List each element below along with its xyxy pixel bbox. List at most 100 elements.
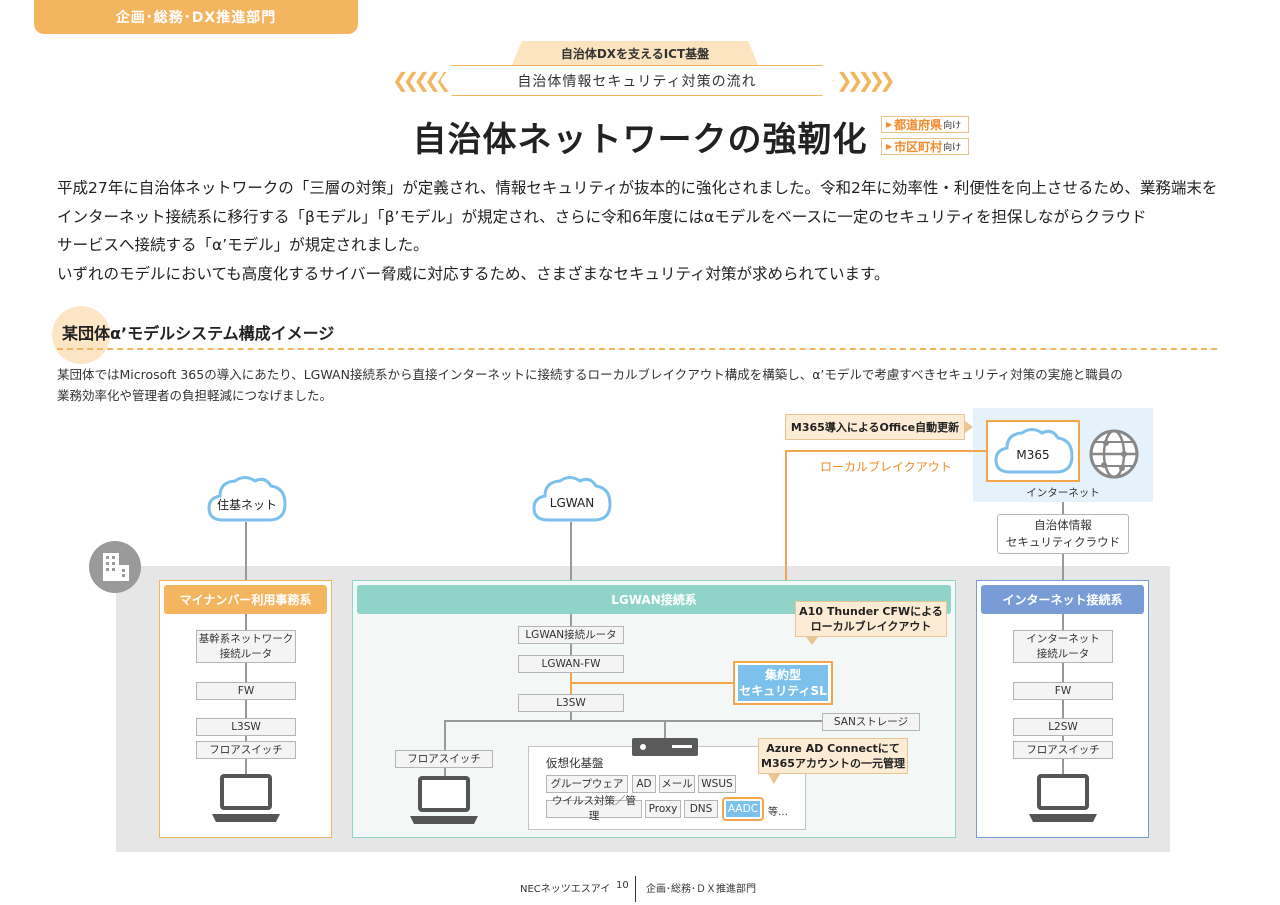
l2sw-box: L2SW <box>1013 718 1113 736</box>
target-suffix: 向け <box>943 143 962 153</box>
virtualization-title: 仮想化基盤 <box>546 756 604 770</box>
target-name: 市区町村 <box>894 140 943 154</box>
target-badge-municipality: ▶ 市区町村向け <box>881 138 969 155</box>
callout-pointer <box>768 774 780 784</box>
breakout-line <box>785 450 987 452</box>
chevron-right-icon: ❯❯❯❯❯ <box>836 68 896 92</box>
cloud-label: LGWAN <box>549 496 595 510</box>
internet-router-box: インターネット接続ルータ <box>1013 630 1113 663</box>
cloud-icon <box>532 476 612 522</box>
laptop-icon <box>1027 774 1099 824</box>
router-box: 基幹系ネットワーク接続ルータ <box>196 630 296 663</box>
callout-pointer <box>965 421 973 433</box>
cloud-juki: 住基ネット <box>205 472 289 526</box>
mail-box: メール <box>659 775 695 793</box>
box-line: 接続ルータ <box>219 647 273 660</box>
cloud-icon <box>207 476 287 522</box>
dns-box: DNS <box>684 800 718 818</box>
connector-line <box>1062 554 1064 586</box>
internet-floor-switch-box: フロアスイッチ <box>1013 741 1113 759</box>
connector-line <box>245 522 247 586</box>
san-storage-box: SANストレージ <box>822 713 920 731</box>
section-divider <box>57 348 1217 350</box>
connector-line <box>444 720 824 722</box>
ad-box: AD <box>632 775 656 793</box>
aadc-frame <box>722 797 764 821</box>
box-line: インターネット <box>1026 632 1100 645</box>
cloud-label: 住基ネット <box>216 498 277 512</box>
cloud-label: M365 <box>1016 448 1050 462</box>
proxy-box: Proxy <box>645 800 681 818</box>
connector-line <box>570 522 572 586</box>
groupware-box: グループウェア <box>546 775 628 793</box>
desc-line: 業務効率化や管理者の負担軽減につなげました。 <box>57 388 333 403</box>
section-title: 某団体α’モデルシステム構成イメージ <box>62 324 335 343</box>
lgwan-fw-box: LGWAN-FW <box>518 655 624 673</box>
internet-label: インターネット <box>1026 487 1100 499</box>
section-description: 某団体ではMicrosoft 365の導入にあたり、LGWAN接続系から直接イン… <box>57 364 1227 406</box>
intro-line: インターネット接続系に移行する「βモデル」「β’モデル」が規定され、さらに令和6… <box>57 207 1147 226</box>
internet-fw-box: FW <box>1013 682 1113 700</box>
callout-line: Azure AD Connectにて <box>766 742 900 755</box>
footer-divider <box>635 876 636 902</box>
security-cloud-box: 自治体情報セキュリティクラウド <box>997 514 1129 554</box>
callout-m365-update: M365導入によるOffice自動更新 <box>785 414 965 440</box>
callout-line: ローカルブレイクアウト <box>810 620 932 633</box>
connector-line <box>1062 500 1064 516</box>
lgwan-l3sw-box: L3SW <box>518 694 624 712</box>
aadc-box: AADC <box>726 801 760 817</box>
zone-title-mynumber: マイナンバー利用事務系 <box>164 585 327 614</box>
building-icon <box>89 541 141 593</box>
local-breakout-label: ローカルブレイクアウト <box>820 460 952 474</box>
breakout-line <box>785 450 787 662</box>
cloud-icon <box>994 428 1074 474</box>
connector-line <box>444 720 446 778</box>
etc-label: 等… <box>768 807 788 818</box>
l3sw-box: L3SW <box>196 718 296 736</box>
wsus-box: WSUS <box>698 775 736 793</box>
callout-pointer <box>806 637 818 645</box>
box-line: セキュリティSL <box>739 684 827 698</box>
lgwan-floor-switch-box: フロアスイッチ <box>395 750 493 768</box>
antivirus-box: ウイルス対策／管理 <box>546 795 642 822</box>
intro-line: サービスへ接続する「α’モデル」が規定されました。 <box>57 236 429 254</box>
intro-paragraph: 平成27年に自治体ネットワークの「三層の対策」が定義され、情報セキュリティが抜本… <box>57 174 1227 288</box>
arrow-icon: ▶ <box>886 120 893 129</box>
box-line: 集約型 <box>764 668 801 682</box>
flow-banner: 自治体情報セキュリティ対策の流れ <box>440 65 834 96</box>
floor-switch-box: フロアスイッチ <box>196 741 296 759</box>
box-line: セキュリティクラウド <box>1005 535 1121 549</box>
security-sl-box: 集約型セキュリティSL <box>738 665 828 701</box>
series-label: 自治体DXを支えるICT基盤 <box>512 41 758 65</box>
box-line: 自治体情報 <box>1034 518 1092 532</box>
chevron-left-icon: ❮❮❮❮❮ <box>392 68 452 92</box>
callout-line: A10 Thunder CFWによる <box>799 605 943 618</box>
laptop-icon <box>210 774 282 824</box>
box-line: 接続ルータ <box>1036 647 1090 660</box>
target-suffix: 向け <box>943 121 962 131</box>
cloud-lgwan: LGWAN <box>530 472 614 526</box>
zone-title-internet: インターネット接続系 <box>981 585 1144 614</box>
page-number: 10 <box>616 880 629 891</box>
server-icon <box>632 738 698 756</box>
target-name: 都道府県 <box>894 118 943 132</box>
arrow-icon: ▶ <box>886 142 893 151</box>
callout-line: M365アカウントの一元管理 <box>761 757 905 770</box>
globe-icon <box>1088 428 1140 480</box>
connector-line <box>664 720 666 740</box>
breakout-line <box>570 682 736 684</box>
m365-highlight: M365 <box>986 420 1080 482</box>
footer-company: NECネッツエスアイ <box>520 884 611 895</box>
department-tab: 企画･総務･DX推進部門 <box>34 0 358 34</box>
fw-box: FW <box>196 682 296 700</box>
intro-line: 平成27年に自治体ネットワークの「三層の対策」が定義され、情報セキュリティが抜本… <box>57 179 1218 197</box>
page-title: 自治体ネットワークの強靭化 <box>412 120 868 160</box>
target-badge-prefecture: ▶ 都道府県向け <box>881 116 969 133</box>
section-dot <box>52 306 110 364</box>
callout-a10: A10 Thunder CFWによるローカルブレイクアウト <box>795 601 947 637</box>
intro-line: いずれのモデルにおいても高度化するサイバー脅威に対応するため、さまざまなセキュリ… <box>57 264 890 283</box>
box-line: 基幹系ネットワーク <box>198 632 294 645</box>
callout-azure: Azure AD Connectにて M365アカウントの一元管理 <box>758 738 908 774</box>
laptop-icon <box>408 776 480 826</box>
desc-line: 某団体ではMicrosoft 365の導入にあたり、LGWAN接続系から直接イン… <box>57 367 1123 382</box>
